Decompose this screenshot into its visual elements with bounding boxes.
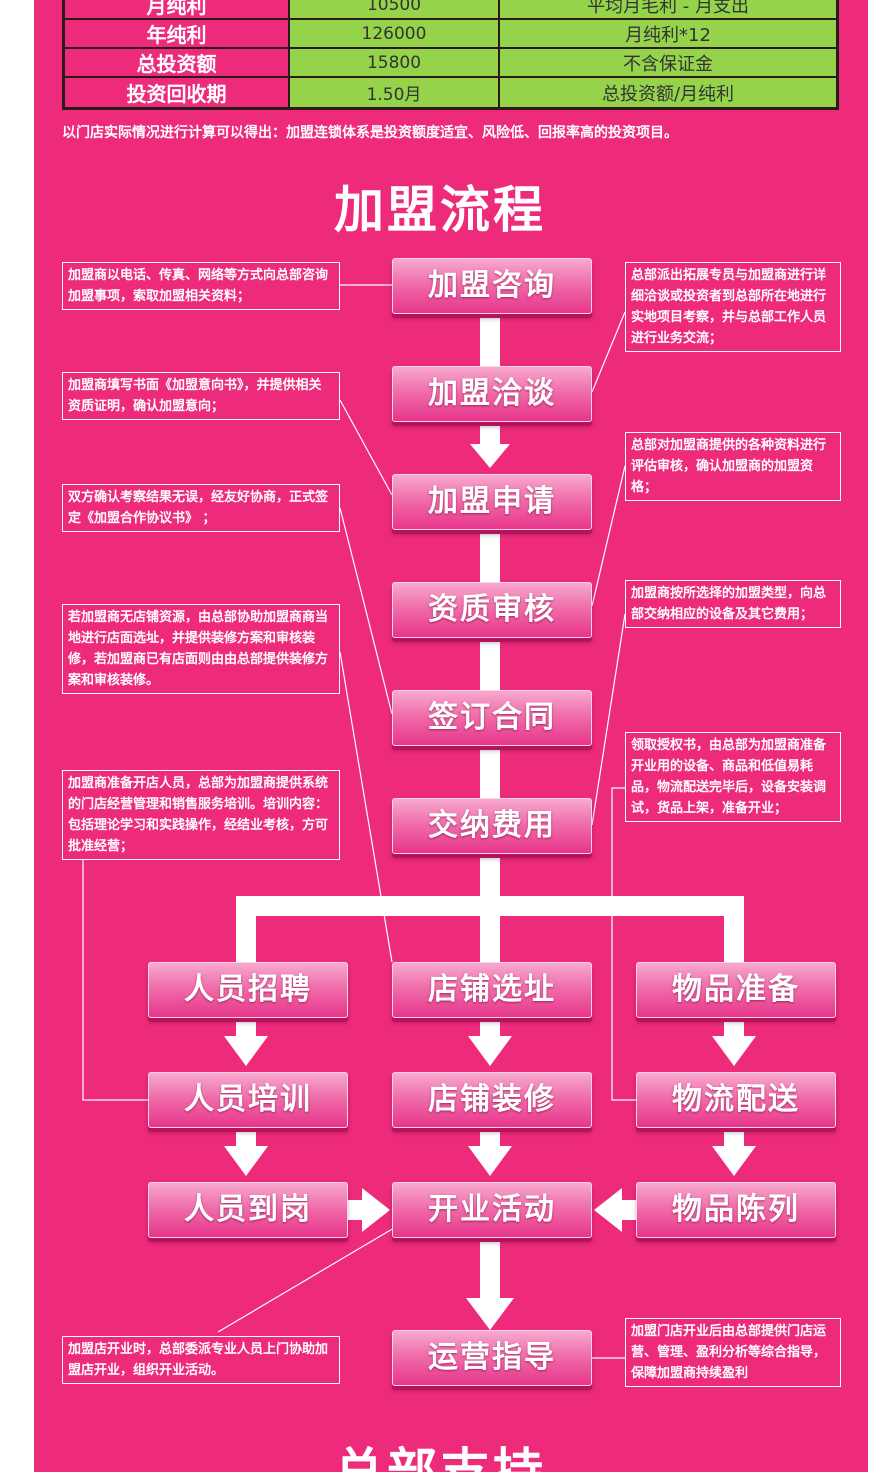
branch-bar xyxy=(236,896,744,916)
table-cell-value: 10500 xyxy=(290,0,500,18)
step-apply: 加盟申请 xyxy=(392,474,592,530)
arrow-down xyxy=(224,1036,268,1066)
branch-left xyxy=(236,896,256,962)
desc-review: 总部对加盟商提供的各种资料进行评估审核，确认加盟商的加盟资格； xyxy=(625,432,841,501)
trunk-segment xyxy=(480,314,500,366)
table-cell-note: 总投资额/月纯利 xyxy=(500,78,836,107)
arrow-down xyxy=(468,1146,512,1176)
step-display: 物品陈列 xyxy=(636,1182,836,1238)
table-cell-note: 月纯利*12 xyxy=(500,20,836,47)
step-decorate: 店铺装修 xyxy=(392,1072,592,1128)
trunk-segment xyxy=(480,638,500,690)
table-row: 总投资额 15800 不含保证金 xyxy=(65,49,836,78)
desc-train: 加盟商准备开店人员，总部为加盟商提供系统的门店经营管理和销售服务培训。培训内容：… xyxy=(62,770,340,860)
table-cell-value: 1.50月 xyxy=(290,78,500,107)
table-cell-value: 15800 xyxy=(290,49,500,76)
section-title: 加盟流程 xyxy=(334,181,546,239)
branch-right xyxy=(724,896,744,962)
step-fee: 交纳费用 xyxy=(392,798,592,854)
table-cell-note: 不含保证金 xyxy=(500,49,836,76)
trunk-segment xyxy=(480,420,500,444)
arrow-down xyxy=(468,1036,512,1066)
step-negotiate: 加盟洽谈 xyxy=(392,366,592,422)
investment-table: 月纯利 10500 平均月毛利 - 月支出 年纯利 126000 月纯利*12 … xyxy=(62,0,839,110)
leader-lines xyxy=(82,284,636,1359)
table-row: 投资回收期 1.50月 总投资额/月纯利 xyxy=(65,78,836,107)
table-cell-label: 年纯利 xyxy=(65,20,290,47)
summary-text: 以门店实际情况进行计算可以得出：加盟连锁体系是投资额度适宜、风险低、回报率高的投… xyxy=(62,125,678,141)
desc-site: 若加盟商无店铺资源，由总部协助加盟商商当地进行店面选址，并提供装修方案和审核装修… xyxy=(62,604,340,694)
step-prepare: 物品准备 xyxy=(636,962,836,1018)
desc-visit: 总部派出拓展专员与加盟商进行详细洽谈或投资者到总部所在地进行实地项目考察，并与总… xyxy=(625,262,841,352)
table-row: 年纯利 126000 月纯利*12 xyxy=(65,20,836,49)
step-arrive: 人员到岗 xyxy=(148,1182,348,1238)
next-section-title: 总部支持 xyxy=(334,1443,546,1472)
desc-sign: 双方确认考察结果无误，经友好协商，正式签定《加盟合作协议书》 ； xyxy=(62,484,340,532)
arrow-down xyxy=(470,444,510,468)
table-cell-label: 月纯利 xyxy=(65,0,290,18)
trunk-segment xyxy=(480,746,500,798)
step-opening: 开业活动 xyxy=(392,1182,592,1238)
table-cell-note: 平均月毛利 - 月支出 xyxy=(500,0,836,18)
arrow-right xyxy=(362,1188,390,1232)
desc-intent: 加盟商填写书面《加盟意向书》，并提供相关资质证明，确认加盟意向； xyxy=(62,372,340,420)
step-recruit: 人员招聘 xyxy=(148,962,348,1018)
desc-auth: 领取授权书，由总部为加盟商准备开业用的设备、商品和低值易耗品，物流配送完毕后，设… xyxy=(625,732,841,822)
table-cell-label: 投资回收期 xyxy=(65,78,290,107)
table-cell-label: 总投资额 xyxy=(65,49,290,76)
flow-arrows xyxy=(224,314,756,1330)
desc-fee: 加盟商按所选择的加盟类型，向总部交纳相应的设备及其它费用； xyxy=(625,580,841,628)
step-consult: 加盟咨询 xyxy=(392,258,592,314)
step-review: 资质审核 xyxy=(392,582,592,638)
step-site: 店铺选址 xyxy=(392,962,592,1018)
arrow-down xyxy=(224,1146,268,1176)
desc-open: 加盟店开业时，总部委派专业人员上门协助加盟店开业，组织开业活动。 xyxy=(62,1336,340,1384)
table-row: 月纯利 10500 平均月毛利 - 月支出 xyxy=(65,0,836,20)
arrow-down xyxy=(712,1146,756,1176)
step-contract: 签订合同 xyxy=(392,690,592,746)
step-guide: 运营指导 xyxy=(392,1330,592,1386)
step-logistics: 物流配送 xyxy=(636,1072,836,1128)
arrow-down xyxy=(712,1036,756,1066)
arrow-down xyxy=(466,1298,514,1330)
trunk-segment xyxy=(480,530,500,582)
arrow-left xyxy=(594,1188,622,1232)
table-cell-value: 126000 xyxy=(290,20,500,47)
desc-guide: 加盟门店开业后由总部提供门店运营、管理、盈利分析等综合指导，保障加盟商持续盈利 xyxy=(625,1318,841,1387)
step-train: 人员培训 xyxy=(148,1072,348,1128)
desc-consult: 加盟商以电话、传真、网络等方式向总部咨询加盟事项，索取加盟相关资料； xyxy=(62,262,340,310)
